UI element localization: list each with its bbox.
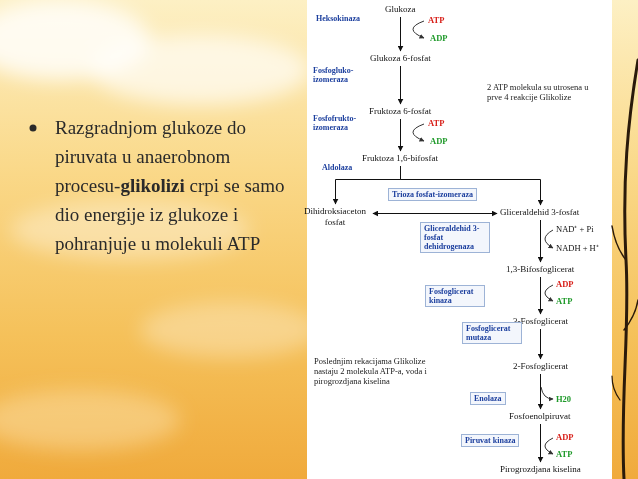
diagram-panel xyxy=(307,0,612,479)
clouds xyxy=(0,0,320,450)
compound-node: Fruktoza 1,6-bifosfat xyxy=(360,152,440,165)
compound-node: Fruktoza 6-fosfat xyxy=(367,105,433,118)
enzyme-box: Gliceraldehid 3-fosfat dehidrogenaza xyxy=(420,222,490,253)
cofactor-label: ATP xyxy=(428,15,444,25)
reaction-arrow xyxy=(400,17,401,51)
cofactor-label: NADH + H⁺ xyxy=(556,243,599,253)
enzyme-box: Fosfoglicerat mutaza xyxy=(462,322,522,344)
node-text: Fosfoglicerat mutaza xyxy=(466,324,518,342)
enzyme-label: Aldolaza xyxy=(322,163,352,172)
cofactor-label: ADP xyxy=(430,136,447,146)
cofactor-label: ATP xyxy=(428,118,444,128)
node-text: Gliceraldehid 3-fosfat dehidrogenaza xyxy=(424,224,486,251)
cofactor-label: ADP xyxy=(556,279,573,289)
node-text: Piruvat kinaza xyxy=(465,436,515,445)
node-text: Fruktoza 6-fosfat xyxy=(369,106,431,117)
compound-node: Pirogrozdjana kiselina xyxy=(498,463,583,476)
enzyme-box: Trioza fosfat-izomeraza xyxy=(388,188,477,201)
node-text: Fosfoglicerat kinaza xyxy=(429,287,481,305)
node-text: 1,3-Bifosfoglicerat xyxy=(506,264,574,275)
enzyme-box: Piruvat kinaza xyxy=(461,434,519,447)
compound-node: Glukoza xyxy=(383,3,418,16)
cofactor-label: NAD⁺ + Pi xyxy=(556,224,594,234)
compound-node: Gliceraldehid 3-fosfat xyxy=(498,206,581,219)
reaction-arrow xyxy=(540,374,541,409)
compound-node: Fosfoenolpiruvat xyxy=(507,410,573,423)
reaction-arrow xyxy=(400,66,401,104)
branch-decoration xyxy=(612,60,638,479)
enzyme-box: Fosfoglicerat kinaza xyxy=(425,285,485,307)
reaction-arrow xyxy=(400,119,401,151)
node-text: Gliceraldehid 3-fosfat xyxy=(500,207,579,218)
enzyme-box: Enolaza xyxy=(470,392,506,405)
enzyme-label: Heksokinaza xyxy=(316,14,360,23)
compound-node: Dihidroksiaceton fosfat xyxy=(298,205,372,229)
note-text: Poslednjim rekacijama Glikolize nastaju … xyxy=(314,356,436,386)
node-text: 2-Fosfoglicerat xyxy=(513,361,568,372)
cofactor-label: ATP xyxy=(556,449,572,459)
compound-node: Glukoza 6-fosfat xyxy=(368,52,433,65)
enzyme-label: Fosfofrukto-izomeraza xyxy=(313,114,367,132)
compound-node: 2-Fosfoglicerat xyxy=(511,360,570,373)
node-text: Fruktoza 1,6-bifosfat xyxy=(362,153,438,164)
cofactor-label: H20 xyxy=(556,394,571,404)
cofactor-label: ADP xyxy=(430,33,447,43)
node-text: Trioza fosfat-izomeraza xyxy=(392,190,473,199)
bold-term: glikolizi xyxy=(120,175,184,196)
node-text: Pirogrozdjana kiselina xyxy=(500,464,581,475)
reaction-arrow xyxy=(540,424,541,462)
enzyme-label: Fosfogluko-izomeraza xyxy=(313,66,367,84)
reaction-arrow xyxy=(540,220,541,262)
compound-node: 1,3-Bifosfoglicerat xyxy=(504,263,576,276)
node-text: Glukoza xyxy=(385,4,416,15)
node-text: Enolaza xyxy=(474,394,502,403)
bullet-text: Razgradnjom glukoze do piruvata u anaero… xyxy=(55,113,287,258)
note-text: 2 ATP molekula su utrosena u prve 4 reak… xyxy=(487,82,599,102)
cofactor-label: ATP xyxy=(556,296,572,306)
reaction-arrow xyxy=(373,213,497,214)
reaction-arrow xyxy=(540,329,541,359)
cofactor-label: ADP xyxy=(556,432,573,442)
reaction-arrow xyxy=(540,277,541,314)
bullet xyxy=(30,125,37,132)
node-text: Dihidroksiaceton fosfat xyxy=(300,206,370,228)
node-text: Fosfoenolpiruvat xyxy=(509,411,571,422)
node-text: Glukoza 6-fosfat xyxy=(370,53,431,64)
